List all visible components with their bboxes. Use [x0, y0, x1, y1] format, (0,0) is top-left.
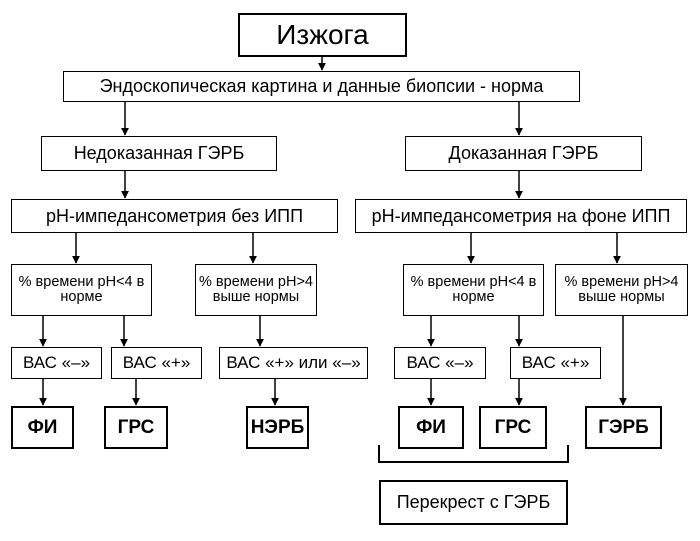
left-outcome-fi-box: ФИ: [11, 406, 74, 449]
unproven-gerd-box: Недоказанная ГЭРБ: [41, 136, 277, 171]
ph-impedance-no-ppi-box: рН-импедансометрия без ИПП: [11, 199, 338, 233]
right-outcome-grs-box: ГРС: [479, 406, 547, 449]
right-ph-high-box: % времени рН>4 выше нормы: [555, 264, 688, 316]
overlap-gerd-box: Перекрест с ГЭРБ: [379, 480, 568, 525]
ph-impedance-on-ppi-box: рН-импедансометрия на фоне ИПП: [355, 199, 687, 233]
left-outcome-nerb-box: НЭРБ: [246, 406, 309, 449]
left-bac-any-box: ВАС «+» или «–»: [219, 347, 368, 379]
title-heartburn: Изжога: [238, 13, 407, 57]
left-bac-positive-box: ВАС «+»: [111, 347, 202, 379]
proven-gerd-box: Доказанная ГЭРБ: [405, 136, 642, 171]
left-outcome-grs-box: ГРС: [104, 406, 168, 449]
right-ph-normal-box: % времени рН<4 в норме: [403, 264, 544, 316]
left-ph-normal-box: % времени рН<4 в норме: [11, 264, 152, 316]
right-bac-positive-box: ВАС «+»: [510, 347, 601, 379]
left-bac-negative-box: ВАС «–»: [11, 347, 102, 379]
endoscopy-normal-box: Эндоскопическая картина и данные биопсии…: [63, 71, 580, 102]
right-outcome-gerb-box: ГЭРБ: [585, 406, 662, 449]
left-ph-high-box: % времени рН>4 выше нормы: [195, 264, 317, 316]
right-outcome-fi-box: ФИ: [398, 406, 464, 449]
overlap-bracket: [378, 445, 569, 463]
right-bac-negative-box: ВАС «–»: [394, 347, 486, 379]
